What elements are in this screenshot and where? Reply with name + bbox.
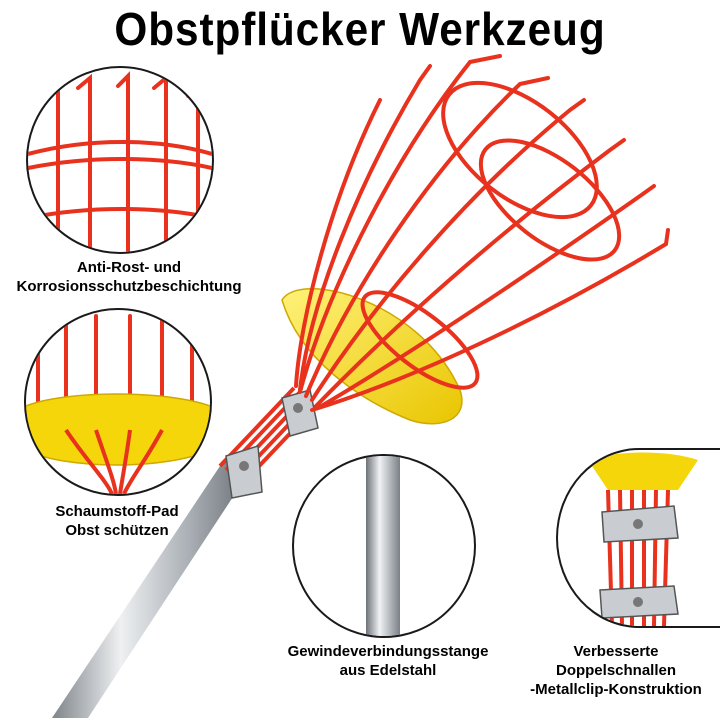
detail-circle-clip <box>556 448 720 628</box>
caption-clip-line-1: Verbesserte <box>573 643 659 660</box>
caption-foam: Schaumstoff-Pad Obst schützen <box>14 502 220 540</box>
caption-pole-line-1: Gewindeverbindungsstange <box>287 643 489 660</box>
caption-clip: Verbesserte Doppelschnallen -Metallclip-… <box>512 642 720 699</box>
steel-pole <box>52 460 248 718</box>
caption-coating-line-1: Anti-Rost- und <box>76 259 182 276</box>
clip-closeup <box>588 452 698 626</box>
wire-basket <box>294 54 670 412</box>
metal-clip <box>225 389 319 499</box>
pole-closeup <box>366 456 400 636</box>
caption-clip-line-3: -Metallclip-Konstruktion <box>530 681 702 698</box>
detail-circle-pole <box>292 454 476 638</box>
caption-coating: Anti-Rost- und Korrosionsschutzbeschicht… <box>0 258 258 296</box>
page-title: Obstpflücker Werkzeug <box>114 3 606 55</box>
caption-clip-line-2: Doppelschnallen <box>555 662 677 679</box>
coating-closeup <box>28 71 212 252</box>
caption-pole: Gewindeverbindungsstange aus Edelstahl <box>262 642 514 680</box>
foam-pad <box>281 288 463 425</box>
detail-circle-foam <box>24 308 212 496</box>
foam-closeup <box>26 314 210 494</box>
caption-foam-line-1: Schaumstoff-Pad <box>55 503 179 520</box>
caption-foam-line-2: Obst schützen <box>65 522 169 539</box>
detail-circle-coating <box>26 66 214 254</box>
caption-coating-line-2: Korrosionsschutzbeschichtung <box>16 278 242 295</box>
caption-pole-line-2: aus Edelstahl <box>339 662 437 679</box>
